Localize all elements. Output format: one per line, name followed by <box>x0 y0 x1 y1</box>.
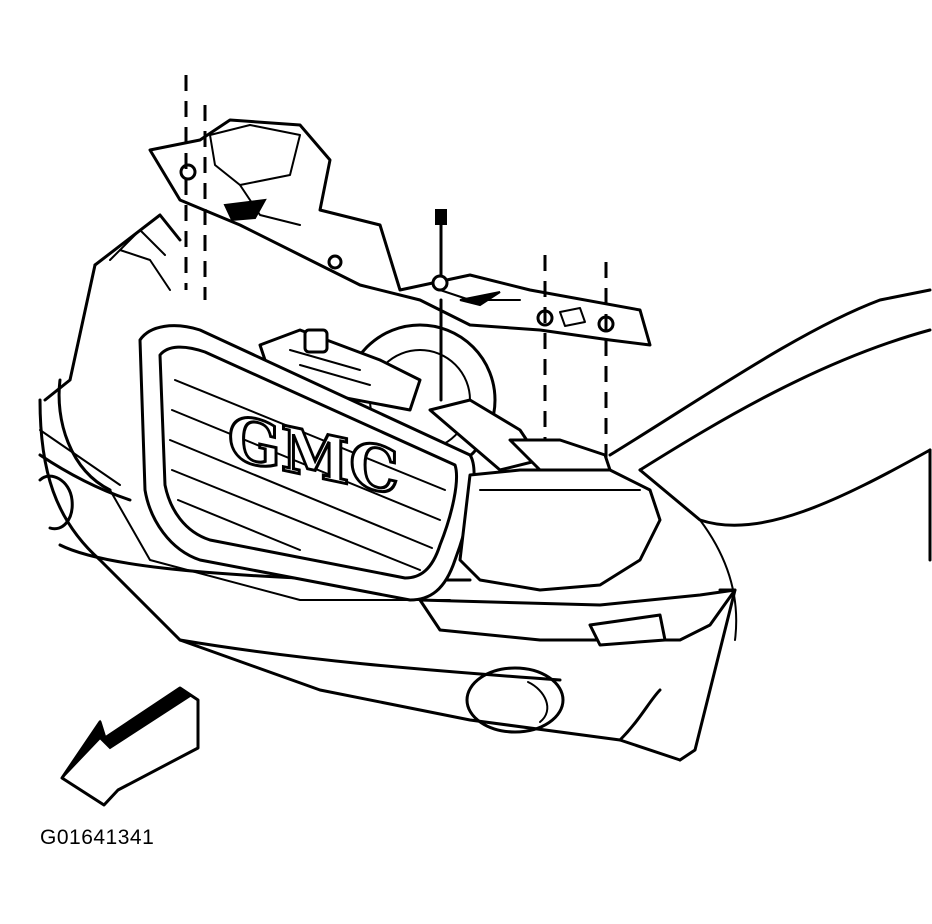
fog-lamps <box>38 474 565 734</box>
figure-id-label: G01641341 <box>40 826 155 849</box>
alignment-lines <box>184 75 608 460</box>
grille <box>138 324 476 602</box>
hood <box>608 288 932 641</box>
turn-signal-lamp <box>418 588 737 647</box>
bolt-icon <box>435 209 447 402</box>
front-fascia <box>38 378 737 762</box>
radiator-support-panel <box>148 118 652 347</box>
left-fender <box>43 213 182 402</box>
right-headlamp <box>458 468 662 592</box>
front-view-arrow-icon <box>60 686 200 807</box>
